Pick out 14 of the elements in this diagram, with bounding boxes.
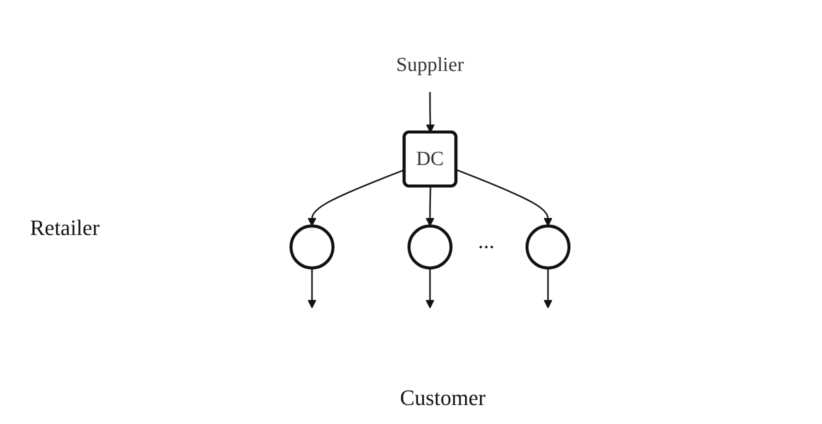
node-text: Supplier bbox=[396, 54, 464, 76]
arrow bbox=[426, 268, 434, 308]
arrow bbox=[456, 169, 552, 226]
node-circle bbox=[408, 224, 452, 270]
label-text: Retailer bbox=[30, 215, 100, 241]
label-text: ... bbox=[478, 228, 494, 254]
arrow bbox=[308, 169, 405, 226]
arrow bbox=[544, 268, 552, 308]
arrow bbox=[426, 186, 434, 226]
label-text: Customer bbox=[400, 385, 486, 411]
arrow bbox=[308, 268, 316, 308]
node-circle bbox=[290, 224, 334, 270]
node-circle bbox=[526, 224, 570, 270]
arrow bbox=[426, 92, 435, 133]
